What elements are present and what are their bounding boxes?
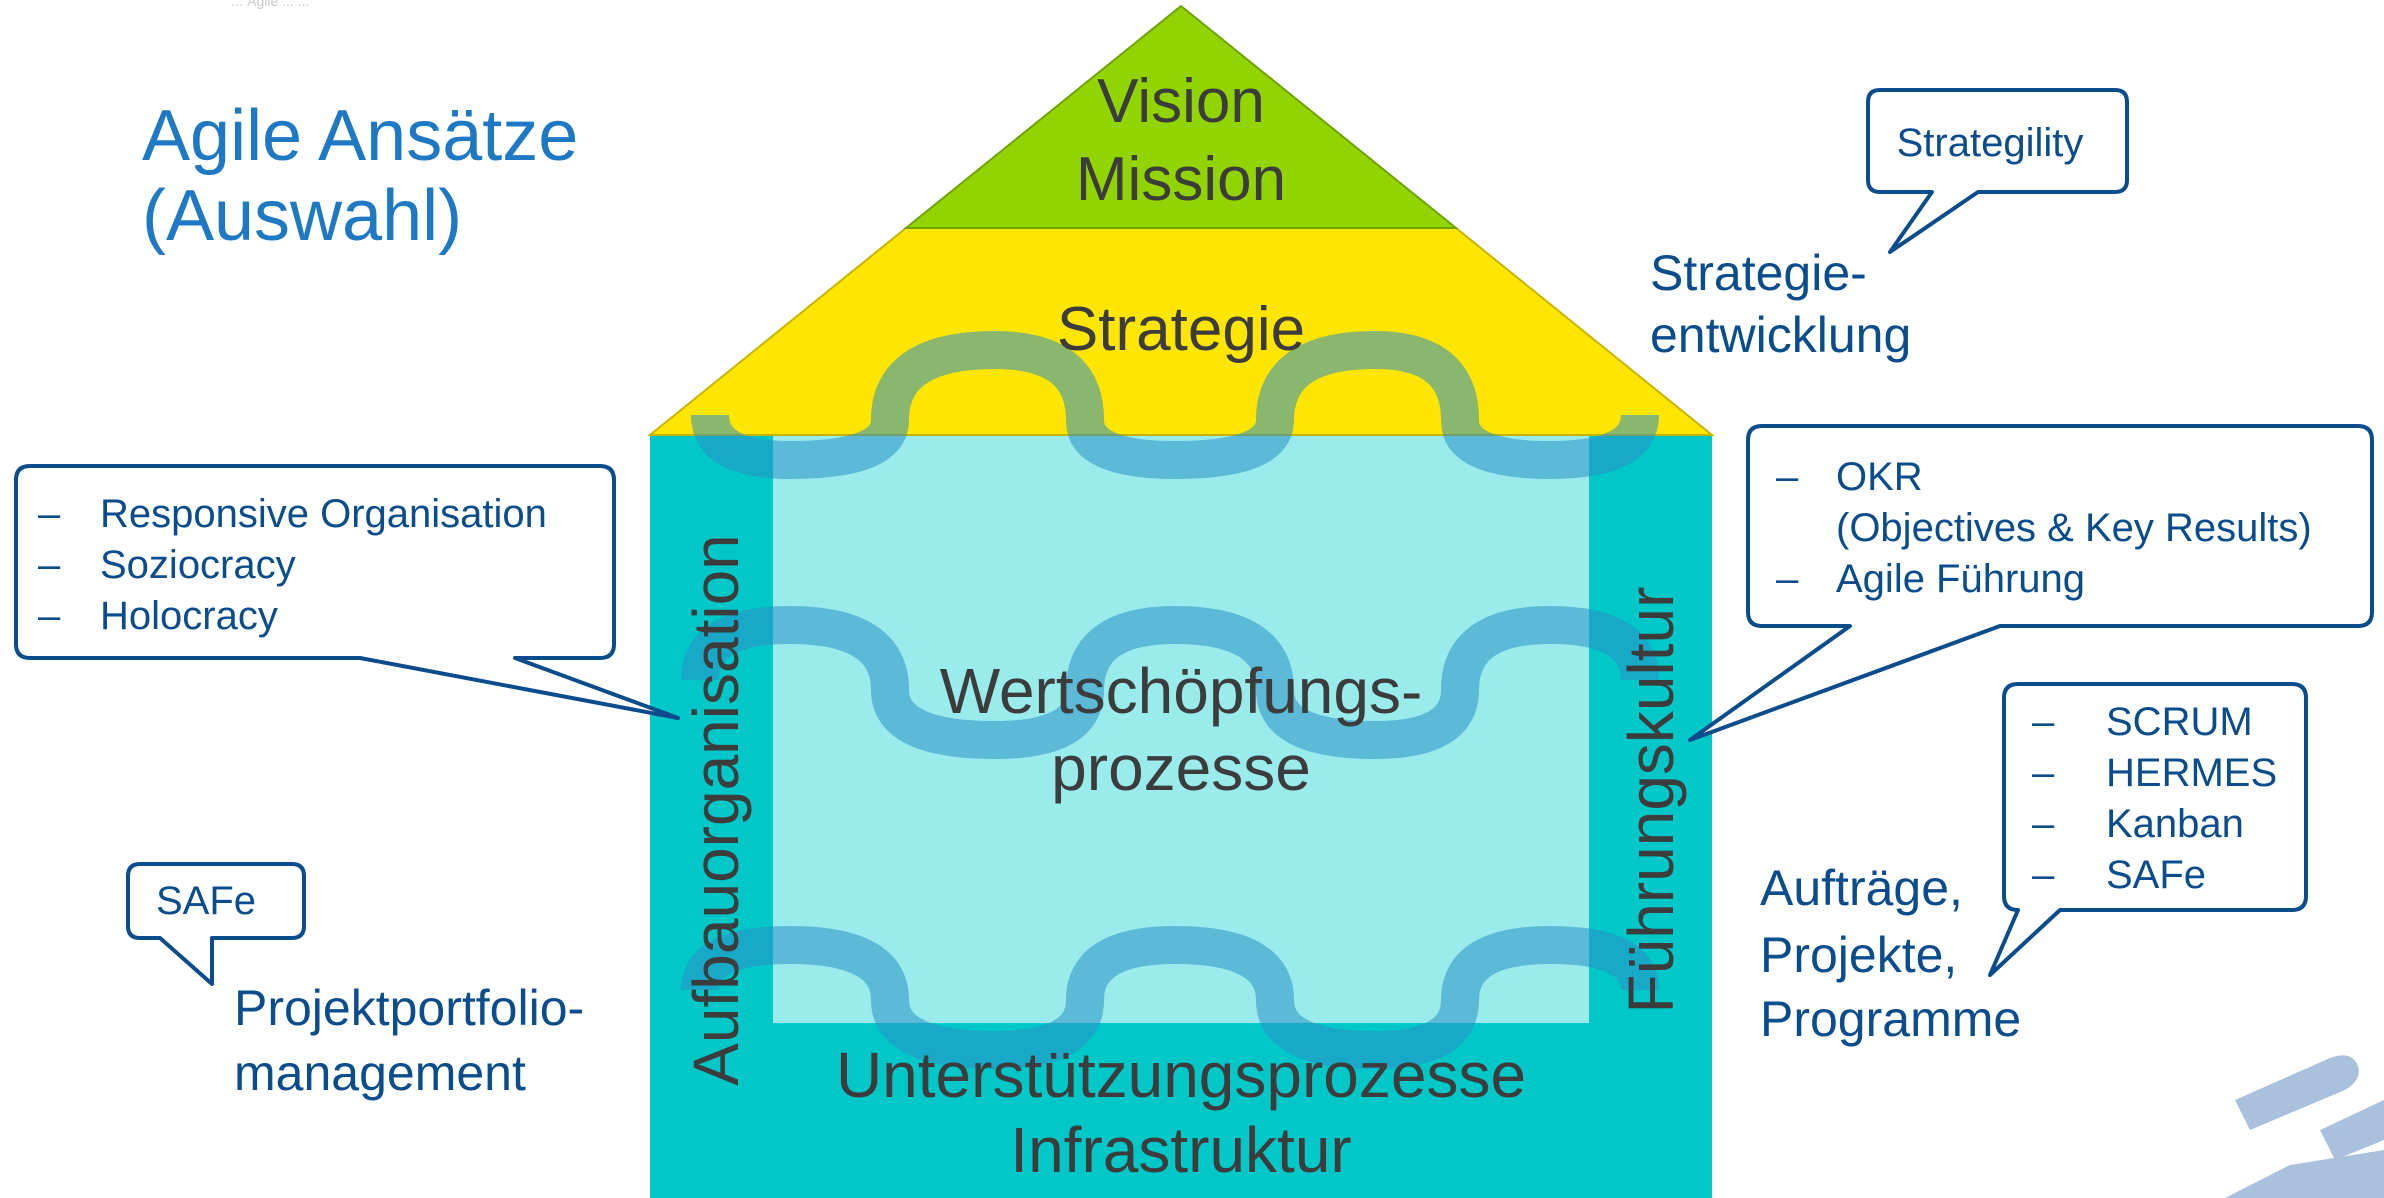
methods-bullet-1: – (2032, 700, 2055, 744)
center-label-line-1: Wertschöpfungs- (940, 655, 1423, 727)
strategy-development-line-1: Strategie- (1650, 245, 1867, 301)
methods-item-4: SAFe (2106, 853, 2206, 897)
methods-item-1: SCRUM (2106, 700, 2253, 744)
decorative-swoosh-logo (2225, 1055, 2384, 1198)
left-pillar-label: Aufbauorganisation (680, 534, 752, 1086)
leadership-item-1-detail: (Objectives & Key Results) (1836, 506, 2312, 550)
methods-bullet-3: – (2032, 802, 2055, 846)
methods-bullet-2: – (2032, 751, 2055, 795)
orders-line-1: Aufträge, (1760, 860, 1963, 916)
roof-label-strategy: Strategie (1057, 295, 1305, 364)
bubble-safe-text: SAFe (156, 879, 256, 923)
bubble-strategility-text: Strategility (1897, 121, 2084, 165)
bubble-strategility: Strategility (1866, 88, 2129, 254)
portfolio-management-line-2: management (234, 1045, 526, 1101)
page-title-line-2: (Auswahl) (142, 176, 462, 256)
process-wave-bottom (681, 925, 1659, 1070)
organisation-item-1: Responsive Organisation (100, 492, 547, 536)
bubble-safe: SAFe (126, 862, 306, 986)
orders-line-2: Projekte, (1760, 927, 1957, 983)
base-label-line-1: Unterstützungsprozesse (836, 1039, 1526, 1111)
process-wave-middle (681, 605, 1659, 760)
center-label-line-2: prozesse (1051, 732, 1311, 804)
roof-label-mission: Mission (1076, 145, 1286, 214)
house: Vision Mission Strategie Wertschöpfungs-… (647, 4, 1715, 1198)
leadership-bullet-2: – (1776, 557, 1799, 601)
methods-item-3: Kanban (2106, 802, 2244, 846)
bubble-organisation: – Responsive Organisation – Soziocracy –… (14, 464, 680, 720)
roof-label-vision: Vision (1097, 67, 1265, 136)
header-fragment: … Agile ... ... (230, 0, 309, 9)
methods-bullet-4: – (2032, 853, 2055, 897)
process-wave-top (691, 330, 1659, 480)
organisation-item-2: Soziocracy (100, 543, 296, 587)
leadership-item-1: OKR (1836, 455, 1923, 499)
portfolio-management-line-1: Projektportfolio- (234, 980, 584, 1036)
orders-line-3: Programme (1760, 991, 2021, 1047)
leadership-bullet-1: – (1776, 455, 1799, 499)
right-pillar-label: Führungskultur (1615, 587, 1687, 1014)
methods-item-2: HERMES (2106, 751, 2277, 795)
roof-vision-band (903, 4, 1459, 229)
organisation-bullet-1: – (38, 492, 61, 536)
base-label-line-2: Infrastruktur (1010, 1114, 1351, 1186)
page-title-line-1: Agile Ansätze (142, 96, 578, 176)
strategy-development-line-2: entwicklung (1650, 307, 1911, 363)
organisation-item-3: Holocracy (100, 594, 278, 638)
leadership-item-2: Agile Führung (1836, 557, 2085, 601)
bubble-methods: – SCRUM – HERMES – Kanban – SAFe (1988, 682, 2308, 977)
bubble-leadership: – OKR (Objectives & Key Results) – Agile… (1688, 424, 2374, 742)
organisation-bullet-2: – (38, 543, 61, 587)
organisation-bullet-3: – (38, 594, 61, 638)
